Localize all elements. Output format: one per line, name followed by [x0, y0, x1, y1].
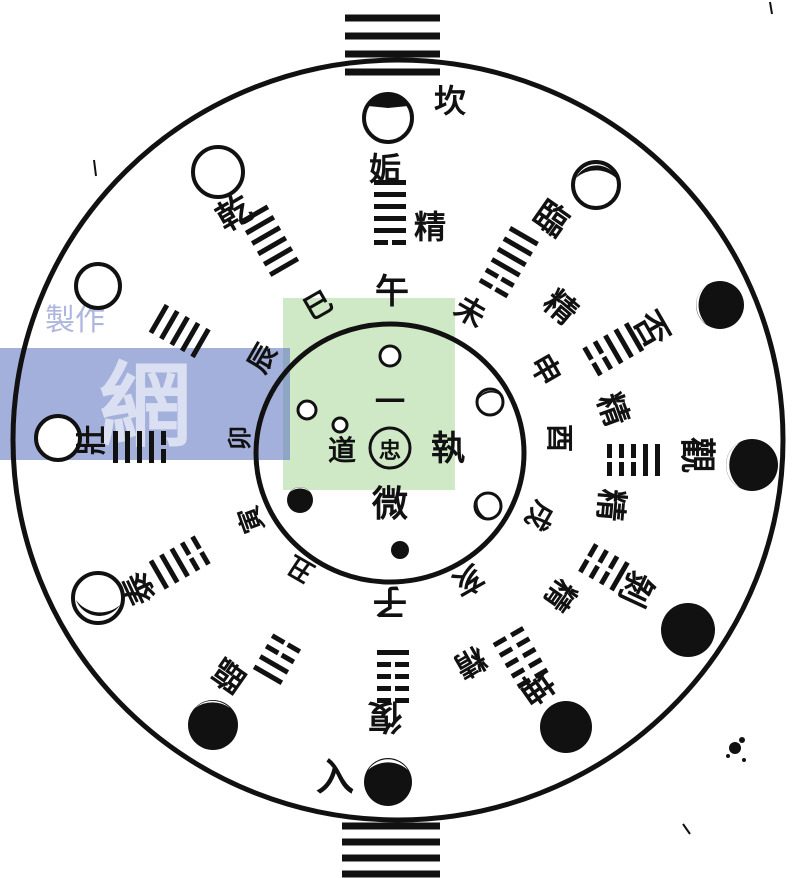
- moon-lower-left: [188, 700, 238, 750]
- inner-moon-bottom: [391, 541, 409, 559]
- jing-label-5: 精: [537, 572, 583, 617]
- outer-label-right: 觀: [676, 437, 718, 473]
- outer-label-right-upper: 否: [625, 305, 677, 354]
- branch-hai: 亥: [446, 557, 489, 602]
- inner-moon-upper-right: [477, 389, 503, 415]
- jing-label-4: 精: [591, 487, 632, 522]
- inner-moon-left: [287, 487, 313, 513]
- tick-mark: [94, 160, 96, 176]
- inner-moon-upper-left: [298, 401, 316, 419]
- moon-bottom: [364, 758, 412, 806]
- center-char-left: 道: [328, 434, 356, 467]
- ink-splatter: [726, 737, 746, 762]
- hexagram-left-lower: [149, 535, 211, 589]
- outer-label-lower-right: 坤: [510, 660, 561, 712]
- outer-label-upper-right: 臨: [525, 193, 576, 245]
- jing-label-2: 精: [536, 282, 585, 332]
- jing-label-6: 精: [448, 639, 491, 684]
- outer-label-bottom: 復: [367, 696, 403, 736]
- hexagram-upper-right: [479, 226, 539, 298]
- center-char-mid: 忠: [379, 438, 401, 464]
- center-char-bottom: 微: [371, 483, 408, 525]
- branch-xu: 戌: [518, 495, 561, 536]
- moon-left: [36, 416, 80, 460]
- hexagram-right: [607, 444, 660, 476]
- tick-mark: [770, 2, 772, 14]
- inner-moon-right: [475, 493, 501, 519]
- branch-zi: 子: [373, 581, 407, 621]
- outer-label-left: 壯: [75, 425, 110, 455]
- tick-mark: [683, 824, 690, 834]
- branch-mao: 卯: [225, 426, 254, 450]
- hexagram-bottom: [377, 650, 409, 703]
- branch-yin: 寅: [232, 502, 270, 537]
- inner-moon-top: [380, 346, 400, 366]
- branch-chou: 丑: [282, 549, 320, 588]
- moon-top: [364, 94, 412, 142]
- outer-label-lower-left: 臨: [205, 651, 253, 700]
- moon-right: [726, 439, 778, 491]
- moon-right-upper: [696, 281, 744, 329]
- jing-label-1: 精: [414, 208, 446, 246]
- center-char-right: 執: [431, 429, 465, 469]
- jing-label-3: 精: [590, 388, 637, 431]
- hexagram-lower-left: [253, 633, 301, 685]
- center-top-mark: 一: [375, 385, 405, 420]
- bottom-outside-hexagram: [342, 826, 440, 874]
- inner-moon-center-left: [333, 418, 347, 432]
- moon-left-lower: [73, 573, 123, 623]
- moon-upper-right: [573, 162, 619, 208]
- watermark-text: 網: [99, 353, 191, 460]
- branch-shen: 申: [522, 349, 567, 392]
- moon-right-lower: [661, 603, 715, 657]
- branch-wu: 午: [375, 272, 409, 312]
- branch-you: 酉: [543, 424, 576, 452]
- outer-label-right-lower: 剝: [611, 565, 662, 613]
- hexagram-top: [374, 180, 406, 245]
- moon-upper-left: [76, 264, 120, 308]
- outer-label-top-left: 姤: [369, 150, 401, 188]
- outer-label-top: 坎: [434, 82, 466, 120]
- moon-lower-right: [540, 701, 592, 753]
- bottom-left-text: 入: [316, 754, 354, 799]
